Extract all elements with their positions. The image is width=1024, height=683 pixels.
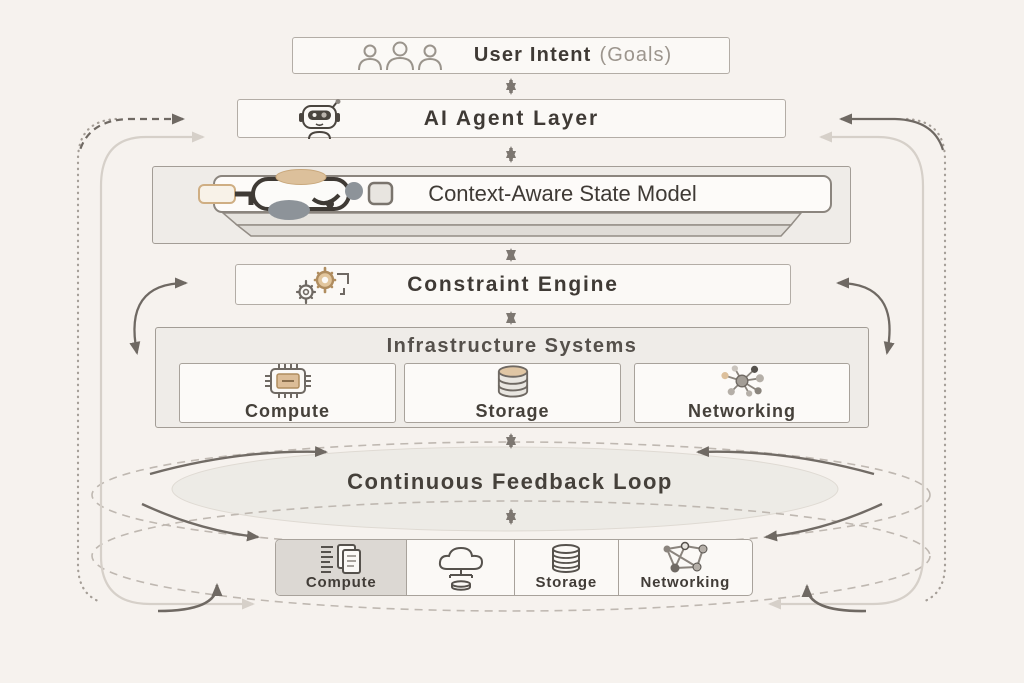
right-constraint-infra-arrow (836, 277, 895, 355)
infra-cell-storage: Storage (404, 363, 621, 423)
constraint-engine-node: Constraint Engine (235, 264, 791, 305)
row-cell-compute: Compute (276, 540, 408, 595)
infrastructure-container: Infrastructure Systems Compute (155, 327, 869, 428)
infra-cell-compute: Compute (179, 363, 396, 423)
feedback-arrow-mid-right (764, 502, 883, 542)
mesh-network-icon (663, 541, 708, 573)
infra-cell-networking: Networking (634, 363, 850, 423)
user-intent-title: User Intent (473, 44, 592, 66)
left-constraint-infra-arrow (129, 277, 188, 355)
documents-icon (321, 544, 362, 574)
row-cell-storage: Storage (515, 540, 619, 595)
database-icon (497, 365, 528, 398)
right-dotted-line (905, 117, 947, 603)
infra-storage-label: Storage (475, 401, 550, 421)
feedback-arrow-bottom-left-up (157, 583, 223, 613)
feedback-arrow-mid-left (141, 502, 260, 542)
row-networking-label: Networking (640, 574, 731, 591)
gears-icon (295, 266, 349, 304)
right-light-loop (768, 131, 925, 610)
right-return-arrow (839, 113, 945, 151)
feedback-loop-ellipse (171, 446, 839, 532)
row-cell-cloud (407, 540, 515, 595)
left-light-loop (99, 131, 255, 610)
infra-compute-label: Compute (245, 401, 330, 421)
state-model-container: Context-Aware State Model (152, 166, 851, 244)
infra-networking-label: Networking (687, 401, 796, 421)
cloud-storage-icon (438, 546, 483, 591)
robot-icon (299, 98, 341, 139)
user-intent-subtitle: (Goals) (599, 44, 673, 66)
layered-platform (220, 212, 803, 237)
database-stack-icon (552, 544, 581, 573)
feedback-arrow-bottom-right-up (801, 584, 867, 613)
left-return-arrow (78, 113, 185, 151)
feedback-loop-label: Continuous Feedback Loop (347, 469, 673, 494)
resource-row: Compute (275, 539, 753, 596)
state-model-label: Context-Aware State Model (428, 181, 697, 206)
cpu-icon (264, 364, 311, 398)
network-hub-icon (721, 365, 764, 397)
ai-agent-layer-label: AI Agent Layer (423, 106, 600, 130)
row-compute-label: Compute (305, 574, 377, 591)
ai-agent-layer-node: AI Agent Layer (237, 98, 786, 139)
left-dotted-line (76, 117, 118, 603)
row-storage-label: Storage (535, 574, 597, 591)
feedback-arrow-top-right (696, 446, 875, 476)
constraint-engine-label: Constraint Engine (407, 272, 619, 296)
feedback-dashed-loop-lower (91, 500, 931, 612)
feedback-dashed-loop-upper (91, 441, 931, 549)
users-icon (357, 41, 442, 70)
row-cell-networking: Networking (619, 540, 752, 595)
flowchart-icon (198, 169, 394, 220)
feedback-arrow-top-left (149, 446, 328, 476)
infrastructure-title: Infrastructure Systems (386, 335, 638, 357)
user-intent-node: User Intent (Goals) (292, 37, 730, 74)
